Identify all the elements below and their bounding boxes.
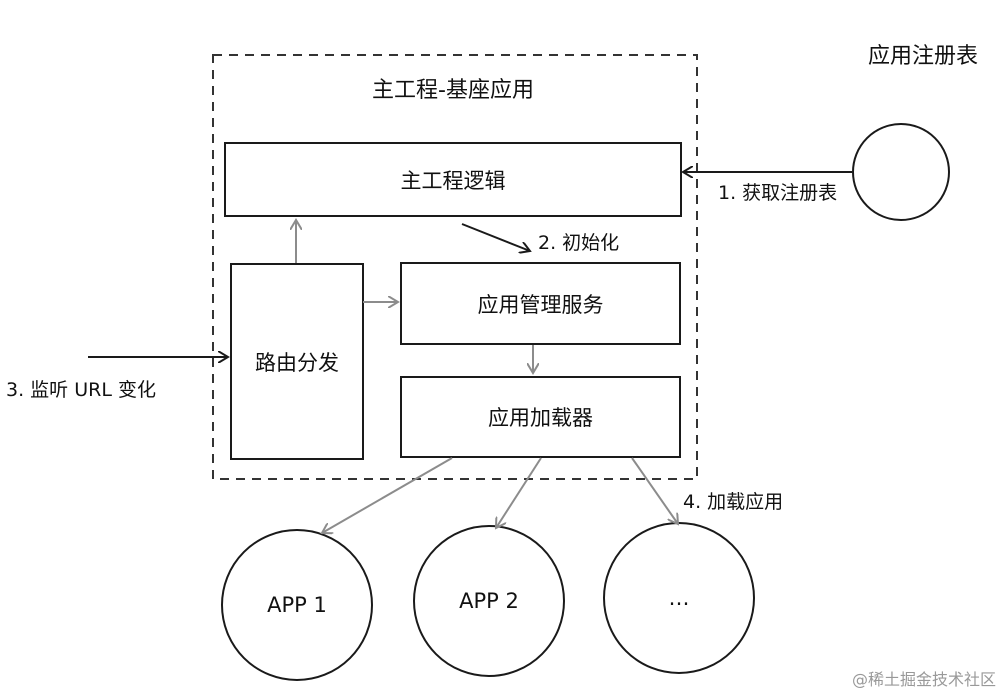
container-title: 主工程-基座应用 [372, 78, 534, 103]
step-3-label: 3. 监听 URL 变化 [6, 379, 156, 401]
step-1-label: 1. 获取注册表 [718, 182, 838, 204]
app-2-label: APP 2 [459, 589, 519, 613]
app-manager-box [400, 262, 681, 345]
main-logic-box [224, 142, 682, 217]
app-1-circle [221, 529, 373, 681]
app-2-circle [413, 525, 565, 677]
app-manager-label: 应用管理服务 [477, 292, 604, 317]
step-4-label: 4. 加载应用 [683, 491, 784, 513]
base-app-container [212, 54, 698, 480]
arrow-loader-to-app-more [631, 457, 678, 524]
registry-circle [852, 123, 950, 221]
app-1-label: APP 1 [267, 593, 327, 617]
main-logic-label: 主工程逻辑 [400, 168, 506, 193]
arrow-initialize [461, 223, 530, 251]
arrow-loader-to-app-2 [496, 457, 542, 528]
app-loader-box [400, 376, 681, 458]
app-loader-label: 应用加载器 [488, 406, 593, 430]
registry-title: 应用注册表 [868, 44, 979, 69]
arrow-loader-to-app-1 [322, 457, 453, 533]
router-label: 路由分发 [255, 350, 339, 375]
watermark-text: @稀土掘金技术社区 [851, 670, 996, 689]
step-2-label: 2. 初始化 [538, 232, 620, 254]
router-box [230, 263, 364, 460]
app-more-label: … [668, 586, 690, 610]
